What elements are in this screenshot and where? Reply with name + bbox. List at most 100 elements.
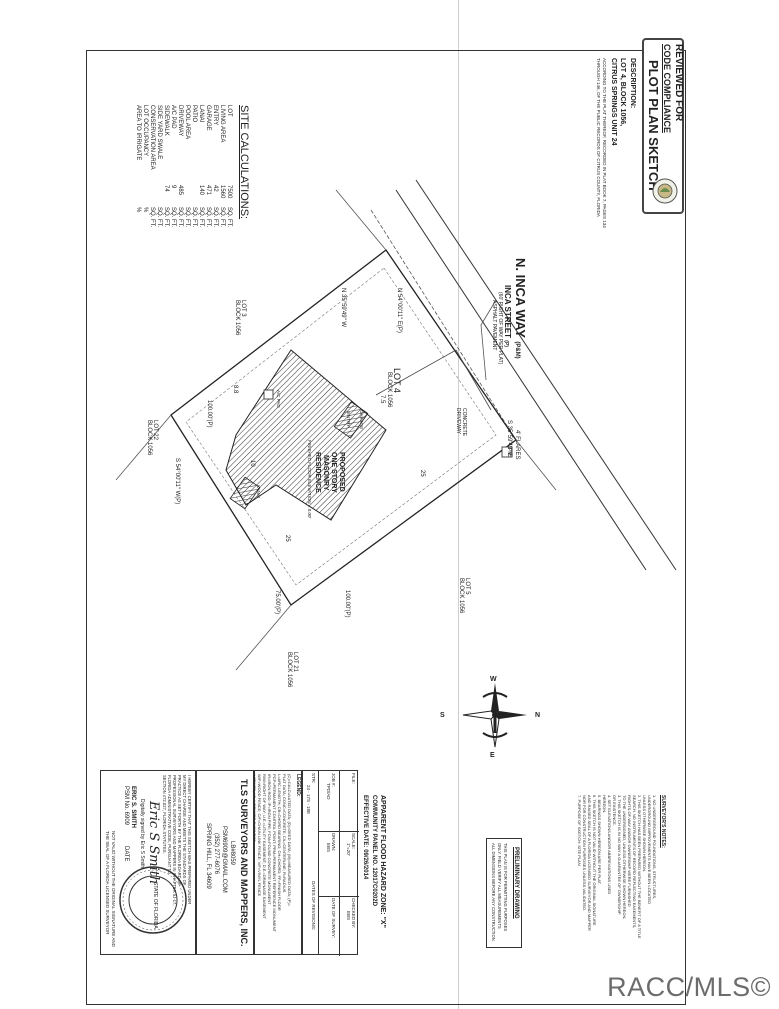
company-email: PSM6909@GMAIL.COM [221,826,227,893]
road-street: INCA STREET (P) [503,285,512,347]
bearing-west: N 35°59'49" W [340,288,346,328]
road-street-text: INCA STREET [503,285,512,339]
lot-line-adjacent [115,414,172,481]
lot5-label: LOT 5 [464,578,470,595]
preliminary-heading: PRELIMINARY DRAWING [513,847,519,919]
road-surface: ASPHALT PAVEMENT [491,300,497,351]
cert-notice2: THE SEAL OF A FLORIDA LICENSED SURVEYOR [105,831,110,935]
setback-line [185,267,497,586]
house-label-3: MASONRY [322,455,329,491]
certification-line: SECTION 472.027, FLORIDA STATUTES. [162,775,167,854]
dim-7: 7.5 [379,395,385,404]
company-box: TLS SURVEYORS AND MAPPERS, INC. LB#8059 … [196,770,254,955]
info-dates-label: DATES OF REVISIONS: [311,881,316,931]
driveway-label-1: CONCRETE [461,408,467,437]
site-plan-drawing [115,179,677,671]
dist-100-left: 100.00'(P) [206,400,212,428]
surveyor-seal-icon [119,866,187,934]
lot-line-adjacent-2 [235,604,292,671]
house-label-5: FINISHED FLOOR ELEVATION = 0.00' [307,440,312,519]
info-str-value: 24 - 17S - 18E [306,785,311,815]
road-name: N. INCA WAY (P&M) [513,258,528,359]
lot21-label: LOT 21 [292,652,298,672]
surveyor-notes-heading: SURVEYOR'S NOTES: [660,795,666,848]
preliminary-line2: ONLY. FIELD VERIFY ALL MEASUREMENTS [497,843,502,929]
compass-s: S [440,712,445,719]
info-file-label: FILE: [351,773,356,784]
lot22-label: LOT 22 [152,420,158,440]
drawing-sheet [86,50,686,1005]
county-seal-icon [652,178,678,204]
legend-heading: LEGEND: [295,774,301,797]
road-edge-north [395,189,647,571]
lot-line-adjacent-4 [515,439,557,491]
lanai-footprint [229,476,261,510]
preliminary-box: PRELIMINARY DRAWING THIS PLAN IS FOR PER… [486,838,522,948]
lot5-block: BLOCK 1056 [458,578,464,614]
info-str-label: STR: [311,773,316,784]
company-phone: (352) 277-6076 [213,833,219,875]
surveyor-notes: SURVEYOR'S NOTES: 1. NO UNDERGROUND FOUN… [577,795,668,955]
info-job-value: TPD/AD [326,783,331,800]
north-arrow-icon [462,683,527,748]
preliminary-line1: THIS PLAN IS FOR PERMITTING PURPOSES [503,843,508,932]
road-curve [480,299,497,381]
driveway-label-2: DRIVEWAY [455,408,461,435]
flood-panel: COMMUNITY PANEL NO. 12017C0202D [371,795,377,907]
ac-pad [263,389,274,400]
house-label-2: ONE STORY [330,452,337,493]
dim-25b: 25 [419,470,425,477]
company-name: TLS SURVEYORS AND MAPPERS, INC. [239,779,249,947]
pm-marker [501,446,513,458]
ac-pad-label: A/C PAD [276,390,281,408]
road-row-note: (60' RIGHT OF WAY PER PLAT) [497,292,503,365]
bearing-south: S 54°00'11" W(P) [174,458,180,505]
bearing-north: N 54°00'11" E(P) [396,288,402,333]
flood-effective: EFFECTIVE DATE: 09/26/2014 [362,795,368,880]
certification-box: I HEREBY CERTIFY THAT THIS SKETCH WAS PR… [100,770,196,955]
info-str-row: STR: 24 - 17S - 18E DATES OF REVISIONS: [302,770,319,955]
lot21-block: BLOCK 1056 [286,652,292,688]
driveway-outline [375,349,492,411]
lanai-label: LANAI [256,485,261,499]
cert-license: PSM No. 6909 [123,786,129,826]
compass-n: N [535,712,541,719]
dim-25a: 25 [284,535,290,542]
dim-8: 8.8 [232,385,238,394]
house-label-1: PROPOSED [338,452,345,492]
right-of-way-line [370,209,517,441]
surveyor-note-line: 7. PURPOSE OF SKETCH: SITE PLAN [577,795,582,866]
info-scale-value: 1"=20' [346,843,351,856]
lot3-block: BLOCK 1056 [234,300,240,336]
garage-label: GARAGE [359,410,364,430]
road-name-suffix: (P&M) [514,341,520,359]
lot4-block: BLOCK 1056 [386,372,392,408]
info-drawn-value: EBS [326,843,331,853]
dim-10: 10 [249,460,255,467]
compass-e: E [490,752,495,759]
lot-line-adjacent-3 [335,189,387,251]
road-street-suffix: (P) [503,340,509,347]
company-address: SPRING HILL, FL 34609 [205,823,211,889]
pm-label: PM [506,448,512,456]
info-date-label: DATE OF SURVEY: [331,898,336,938]
lot3-label: LOT 3 [240,300,246,317]
road-edge-far [415,179,677,571]
legend-box: LEGEND: (C)=CALCULATED DATA; (D)=DEED DA… [252,770,302,955]
fold-line [458,0,459,1009]
dist-100-right: 100.00'(P) [344,590,350,618]
seal-text: STATE OF FLORIDA [152,882,158,929]
road-name-text: N. INCA WAY [513,258,528,338]
compass-w: W [490,676,497,683]
flares-label: 4' FLARES [514,430,520,460]
house-label-4: RESIDENCE [314,452,321,493]
cert-notice1: NOT VALID WITHOUT THE ORIGINAL SIGNATURE… [111,831,116,947]
company-lb: LB#8059 [229,841,235,866]
signed-note: Digitally signed by Eric S Smith [139,799,145,869]
lot4-label: LOT 4 [392,368,402,393]
dist-75-bottom: 75.00'(P) [274,590,280,615]
entry-label: ENTRY [346,412,351,428]
approval-stamp: REVIEWED FOR CODE COMPLIANCE PLOT PLAN S… [642,38,684,214]
cert-name: ERIC S. SMITH [130,786,136,829]
info-divider-3 [339,771,340,956]
